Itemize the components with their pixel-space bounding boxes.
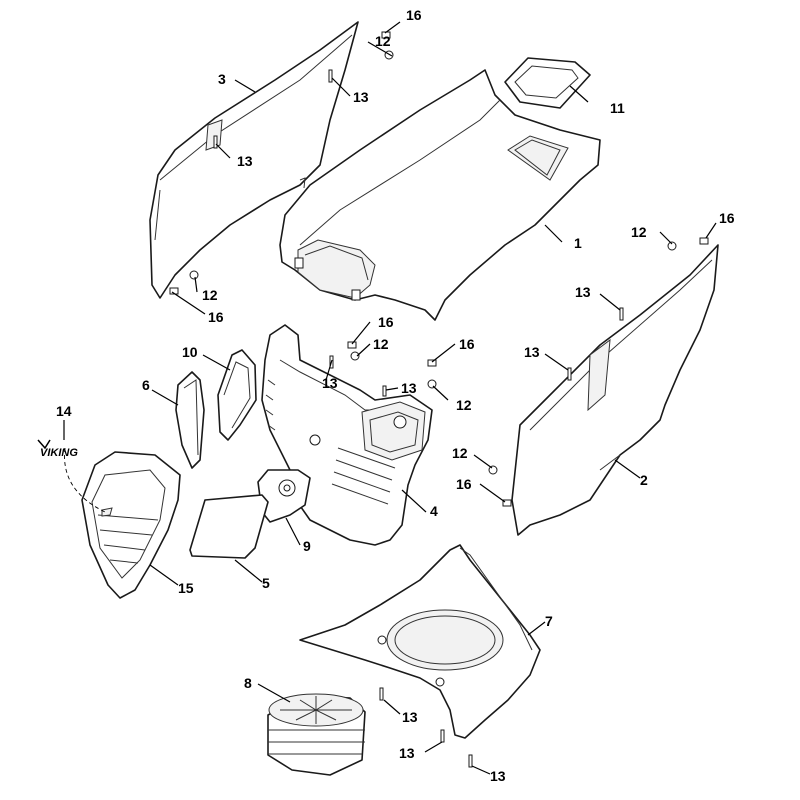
callout-12: 12 (373, 336, 389, 352)
part-1-hood (279, 69, 601, 321)
callout-10: 10 (182, 344, 198, 360)
callout-13: 13 (399, 745, 415, 761)
callout-16: 16 (208, 309, 224, 325)
logo-assembly-line (64, 447, 106, 513)
callout-13: 13 (402, 709, 418, 725)
callout-1: 1 (574, 235, 582, 251)
viking-logo-text: VIKING (40, 447, 78, 459)
part-11-grille (504, 57, 591, 109)
leader-lines (63, 21, 717, 775)
callout-13: 13 (490, 768, 506, 784)
callout-13: 13 (524, 344, 540, 360)
part-10-side-plate (217, 349, 257, 441)
callout-labels: 1 2 3 4 5 6 7 8 9 10 11 14 15 16 12 13 1… (56, 7, 735, 784)
callout-13: 13 (237, 153, 253, 169)
part-8-fan (267, 693, 366, 776)
callout-15: 15 (178, 580, 194, 596)
callout-12: 12 (456, 397, 472, 413)
part-7-lower-body (299, 544, 541, 739)
callout-5: 5 (262, 575, 270, 591)
callout-16: 16 (719, 210, 735, 226)
callout-11: 11 (610, 100, 625, 116)
callout-12: 12 (202, 287, 218, 303)
callout-8: 8 (244, 675, 252, 691)
callout-12: 12 (452, 445, 468, 461)
callout-4: 4 (430, 503, 438, 519)
callout-9: 9 (303, 538, 311, 554)
viking-logo: VIKING (37, 439, 78, 459)
callout-7: 7 (545, 613, 553, 629)
callout-13: 13 (322, 375, 338, 391)
part-9-bracket (257, 469, 311, 523)
callout-12: 12 (631, 224, 647, 240)
viking-logo-mark (37, 439, 51, 450)
callout-13: 13 (401, 380, 417, 396)
part-2-right-side-panel (511, 244, 719, 536)
part-6-side-trim (175, 371, 205, 469)
callout-14: 14 (56, 403, 72, 419)
callout-12: 12 (375, 33, 391, 49)
callout-16: 16 (459, 336, 475, 352)
callout-3: 3 (218, 71, 226, 87)
callout-13: 13 (353, 89, 369, 105)
callout-16: 16 (406, 7, 422, 23)
callout-16: 16 (378, 314, 394, 330)
part-3-left-side-panel (149, 21, 359, 299)
callout-16: 16 (456, 476, 472, 492)
callout-13: 13 (575, 284, 591, 300)
callout-2: 2 (640, 472, 648, 488)
part-5-flat-panel (189, 494, 269, 559)
callout-6: 6 (142, 377, 150, 393)
part-15-front-grille (81, 451, 181, 599)
